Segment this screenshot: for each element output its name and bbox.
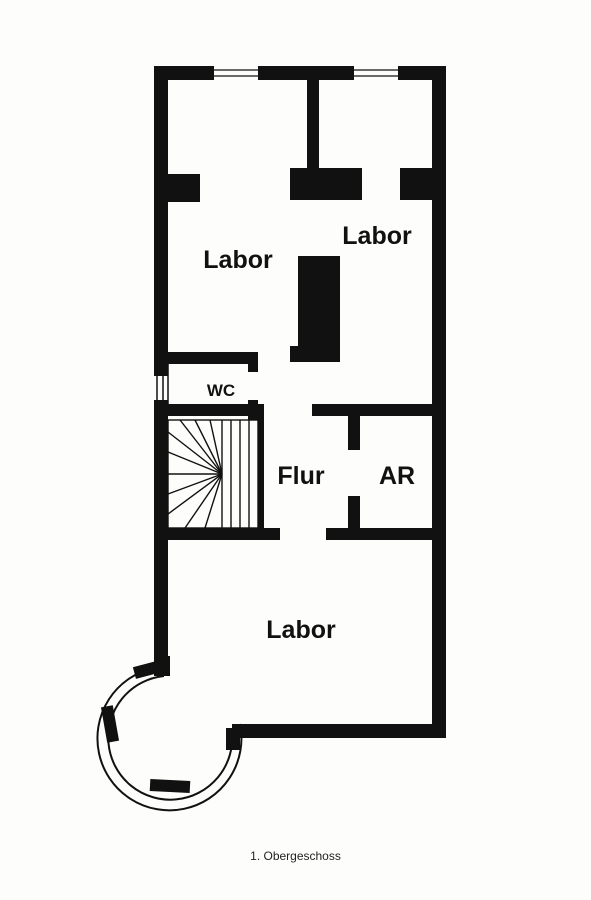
pier-right	[400, 168, 432, 200]
top-windows	[214, 69, 398, 77]
top-wall-middle	[258, 66, 354, 80]
walls	[154, 66, 446, 738]
room-label-ar: AR	[379, 462, 415, 490]
wc-top-wall	[168, 352, 258, 364]
ar-top-wall	[312, 404, 432, 416]
round-bay	[96, 656, 243, 812]
ar-left-wall-lower	[348, 496, 360, 528]
left-wall-upper	[154, 66, 168, 376]
right-wall	[432, 66, 446, 738]
room-label-labor-top-right: Labor	[342, 222, 412, 250]
wc-bottom-wall	[168, 404, 258, 416]
corridor-bottom-wall-right	[326, 528, 432, 540]
wc-right-stub-lower	[248, 400, 258, 420]
pier-center	[290, 168, 362, 200]
top-wall-left	[154, 66, 214, 80]
room-label-wc: WC	[207, 381, 235, 400]
bottom-wall	[232, 724, 446, 738]
pier-left	[168, 174, 200, 202]
room-label-labor-top-left: Labor	[203, 246, 273, 274]
floor-caption: 1. Obergeschoss	[250, 849, 341, 863]
left-wall-lower	[154, 400, 168, 670]
wc-window	[156, 364, 169, 404]
wc-right-stub	[248, 352, 258, 372]
corridor-bottom-wall-left	[168, 528, 280, 540]
staircase	[167, 419, 259, 529]
chimney	[298, 256, 340, 360]
chimney-base	[290, 346, 340, 362]
stair-right-wall	[258, 404, 264, 528]
room-label-flur: Flur	[277, 462, 324, 490]
room-label-labor-bottom: Labor	[266, 616, 336, 644]
ar-left-wall-upper	[348, 416, 360, 450]
